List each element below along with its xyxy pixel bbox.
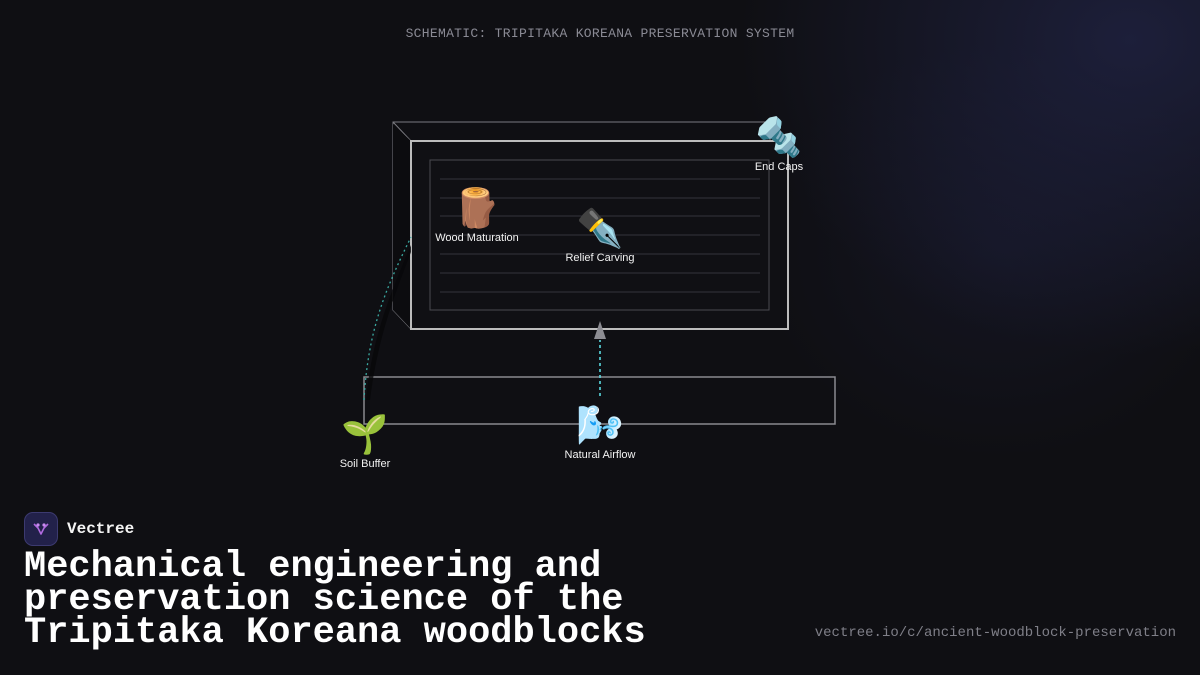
vectree-logo-icon	[24, 512, 58, 546]
node-label: Natural Airflow	[564, 449, 636, 461]
node-wood-maturation: 🪵 Wood Maturation	[435, 186, 519, 244]
page-url[interactable]: vectree.io/c/ancient-woodblock-preservat…	[814, 625, 1176, 641]
nut-and-bolt-icon: 🔩	[755, 115, 803, 159]
node-natural-airflow: 🌬️ Natural Airflow	[565, 403, 636, 461]
brand-name: Vectree	[67, 520, 135, 538]
wood-log-icon: 🪵	[453, 186, 501, 230]
node-label: Relief Carving	[565, 252, 635, 264]
node-end-caps: 🔩 End Caps	[755, 115, 803, 173]
shelf-panel	[429, 159, 770, 311]
node-relief-carving: ✒️ Relief Carving	[565, 206, 634, 264]
edge-soil-to-wood	[363, 236, 412, 401]
edge-soil-to-wood-shadow	[366, 245, 411, 400]
depth-line-top	[392, 121, 412, 142]
node-soil-buffer: 🌱 Soil Buffer	[340, 412, 391, 470]
seedling-icon: 🌱	[341, 412, 389, 456]
fountain-pen-icon: ✒️	[576, 206, 624, 250]
node-label: Wood Maturation	[435, 232, 519, 244]
arrowhead-airflow	[594, 321, 606, 339]
node-label: Soil Buffer	[339, 458, 391, 470]
headline: Mechanical engineering and preservation …	[24, 546, 646, 654]
shelf-lines	[440, 178, 760, 293]
wind-face-icon: 🌬️	[576, 403, 624, 447]
brand: Vectree	[24, 512, 134, 546]
node-label: End Caps	[754, 161, 804, 173]
diagram-title: SCHEMATIC: TRIPITAKA KOREANA PRESERVATIO…	[405, 26, 795, 41]
storage-hall-side-shadow	[393, 124, 411, 329]
